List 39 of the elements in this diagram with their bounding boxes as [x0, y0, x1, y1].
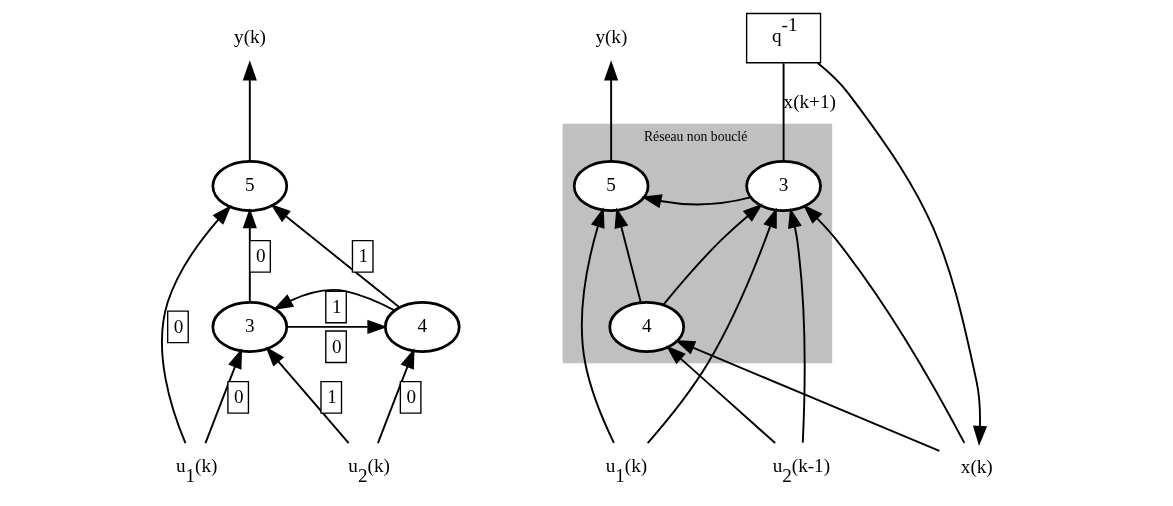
node-ellipse: 5 [572, 159, 650, 212]
arrow [662, 203, 763, 306]
arrow [641, 194, 752, 209]
node-text: x(k) [960, 455, 993, 477]
arrow [270, 203, 401, 309]
arrow [265, 346, 350, 445]
node-ellipse: 3 [211, 300, 289, 353]
arrow [377, 348, 415, 445]
arrow [614, 207, 642, 304]
node-text: y(k) [595, 26, 628, 48]
arrow [285, 319, 388, 334]
arrow [674, 340, 941, 452]
edge-label: 0 [234, 386, 244, 408]
edge-label: 0 [331, 335, 342, 357]
connector [782, 62, 785, 163]
arrow [242, 60, 257, 163]
arrow [788, 207, 806, 444]
edge-label: 1 [327, 386, 337, 408]
edge-label: 0 [173, 315, 184, 337]
arrow [161, 204, 232, 445]
node-ellipse: 3 [745, 159, 822, 212]
arrow [242, 207, 257, 304]
arrow [580, 207, 615, 444]
node-ellipse: 4 [608, 300, 686, 353]
node-ellipse: 4 [383, 300, 461, 353]
arrow [204, 348, 243, 445]
edge-label: x(k+1) [783, 91, 836, 113]
edge-label: 1 [331, 295, 342, 317]
node-text: y(k) [234, 26, 266, 48]
node-ellipse: 5 [211, 159, 289, 212]
arrow [816, 62, 988, 447]
arrow [802, 204, 966, 444]
edge-label: 0 [406, 386, 417, 408]
edge-label: 1 [358, 245, 369, 267]
arrow [272, 288, 396, 312]
arrow [646, 207, 777, 444]
arrow [665, 345, 777, 445]
edge-label: 0 [255, 245, 266, 267]
arrow [604, 60, 619, 163]
